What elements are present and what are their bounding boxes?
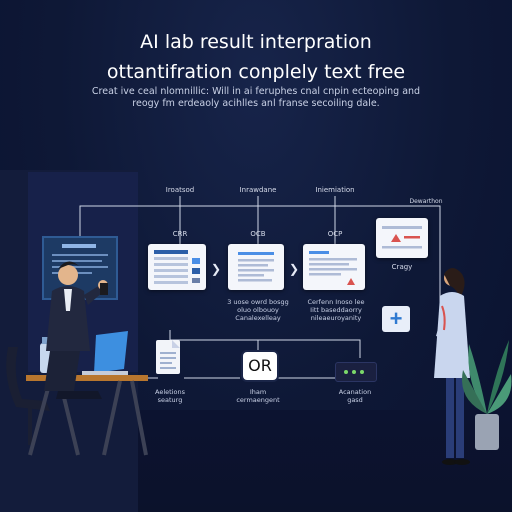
top-label: Inrawdane: [239, 186, 277, 194]
interpretation-card[interactable]: [303, 244, 365, 290]
add-button[interactable]: +: [382, 306, 410, 332]
bottom-label: Iham cermaengent: [236, 388, 280, 404]
standing-doctor-illustration: [434, 268, 470, 465]
bottom-label: Acanation gasd: [338, 388, 372, 404]
top-label: Iniemiation: [315, 186, 355, 194]
lab-result-table-card[interactable]: [148, 244, 206, 290]
stage-label: OCP: [327, 230, 343, 238]
chevron-right-icon: ❯: [289, 262, 300, 276]
warning-icon: [382, 226, 422, 249]
device-indicator-icon: [335, 362, 377, 382]
stage-label: CRR: [172, 230, 188, 238]
top-label: Dewarthon: [409, 198, 443, 205]
stage-label: OCB: [250, 230, 266, 238]
page-title: AI lab result interpration: [140, 31, 372, 53]
seated-scientist-illustration: [6, 261, 148, 456]
ocr-document-card[interactable]: [228, 244, 284, 290]
stage-note: 3 uose owrd bosgg oluo olbouoy Canalexel…: [227, 298, 289, 322]
stage-note: Cerfenn Inoso lee Iitt baseddaorry nilea…: [307, 298, 365, 322]
or-badge-text: OR: [248, 356, 272, 375]
document-lines-icon: [238, 252, 274, 282]
table-thumbnail-icon: [154, 250, 200, 284]
chevron-right-icon: ❯: [211, 262, 222, 276]
plus-icon: +: [389, 306, 403, 331]
description-line-1: Creat ive ceal nlomnillic: Will in ai fe…: [91, 86, 421, 97]
description-line-2: reogy fm erdeaoly acihlles anl franse se…: [132, 98, 380, 109]
page-subtitle: ottantifration conplely text free: [106, 61, 406, 83]
bottom-label: Aeletions seaturg: [155, 388, 185, 404]
file-document-icon[interactable]: [156, 340, 180, 374]
stage-label: Cragy: [391, 263, 413, 271]
top-label: Iroatsod: [165, 186, 195, 194]
or-decision-button[interactable]: OR: [241, 350, 279, 382]
potted-plant-illustration: [462, 340, 512, 450]
alert-card[interactable]: [376, 218, 428, 258]
structured-text-icon: [309, 251, 357, 285]
